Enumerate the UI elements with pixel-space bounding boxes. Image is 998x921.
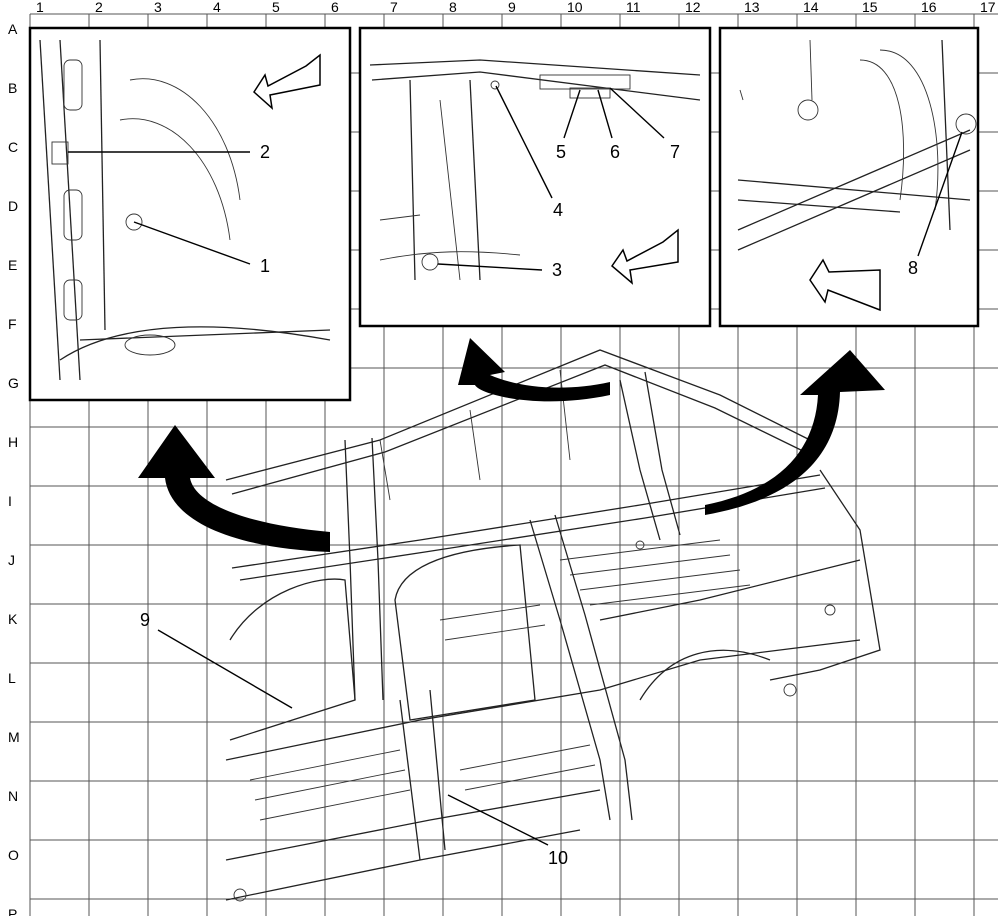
grid-column-label: 12 (685, 0, 701, 15)
callout-leader-lines (68, 85, 963, 846)
detail-pointer-arrows (138, 338, 885, 552)
vehicle-body-illustration (225, 349, 881, 902)
grid-column-label: 4 (213, 0, 221, 15)
grid-column-label: 16 (921, 0, 937, 15)
grid-column-label: 14 (803, 0, 819, 15)
grid-row-label: P (8, 906, 17, 916)
grid-row-label: G (8, 375, 19, 391)
callout-7: 7 (670, 142, 680, 162)
connector-4-shape (490, 80, 500, 90)
grid-column-label: 8 (449, 0, 457, 15)
grid-column-label: 9 (508, 0, 516, 15)
connector-8-shape (955, 113, 977, 135)
callout-2: 2 (260, 142, 270, 162)
callout-6: 6 (610, 142, 620, 162)
direction-arrow-inset-left (253, 53, 321, 110)
grid-row-label: K (8, 611, 18, 627)
grid-row-label: D (8, 198, 18, 214)
inset-center-frame (358, 26, 712, 328)
callout-3: 3 (552, 260, 562, 280)
curved-arrow-right (705, 350, 885, 515)
grid-row-label: J (8, 552, 15, 568)
curved-arrow-left (138, 425, 330, 552)
connector-1-shape (125, 213, 143, 231)
grid-row-label: F (8, 316, 17, 332)
grid-row-label: A (8, 21, 18, 37)
grid-row-label: O (8, 847, 19, 863)
connector-3-shape (421, 253, 439, 271)
curved-arrow-middle (458, 338, 610, 402)
grid-row-label: N (8, 788, 18, 804)
callout-numbers: 1 2 3 4 5 6 7 8 9 10 (140, 142, 918, 868)
grid-column-label: 1 (36, 0, 44, 15)
callout-1: 1 (260, 256, 270, 276)
grid-row-label: B (8, 80, 17, 96)
inset-center-detail (369, 59, 701, 281)
callout-5: 5 (556, 142, 566, 162)
grid-column-label: 10 (567, 0, 583, 15)
grid-column-label: 15 (862, 0, 878, 15)
grid-row-label: M (8, 729, 20, 745)
grid-column-label: 7 (390, 0, 398, 15)
inset-right-detail (737, 39, 977, 251)
inset-left-detail (39, 39, 331, 381)
grid-row-label: C (8, 139, 18, 155)
direction-arrow-inset-center (610, 228, 679, 285)
grid-row-label: E (8, 257, 17, 273)
grid-column-label: 17 (980, 0, 996, 15)
grid-column-label: 13 (744, 0, 760, 15)
grid-row-label: L (8, 670, 16, 686)
grid-column-label: 2 (95, 0, 103, 15)
grid-column-label: 3 (154, 0, 162, 15)
direction-arrow-inset-right (809, 258, 881, 312)
connector-2-shape (51, 141, 69, 165)
grid-row-label: H (8, 434, 18, 450)
callout-8: 8 (908, 258, 918, 278)
callout-4: 4 (553, 200, 563, 220)
grid-column-label: 11 (626, 0, 641, 15)
grid-column-label: 5 (272, 0, 280, 15)
callout-10: 10 (548, 848, 568, 868)
grid-row-label: I (8, 493, 12, 509)
grid-column-label: 6 (331, 0, 339, 15)
callout-9: 9 (140, 610, 150, 630)
